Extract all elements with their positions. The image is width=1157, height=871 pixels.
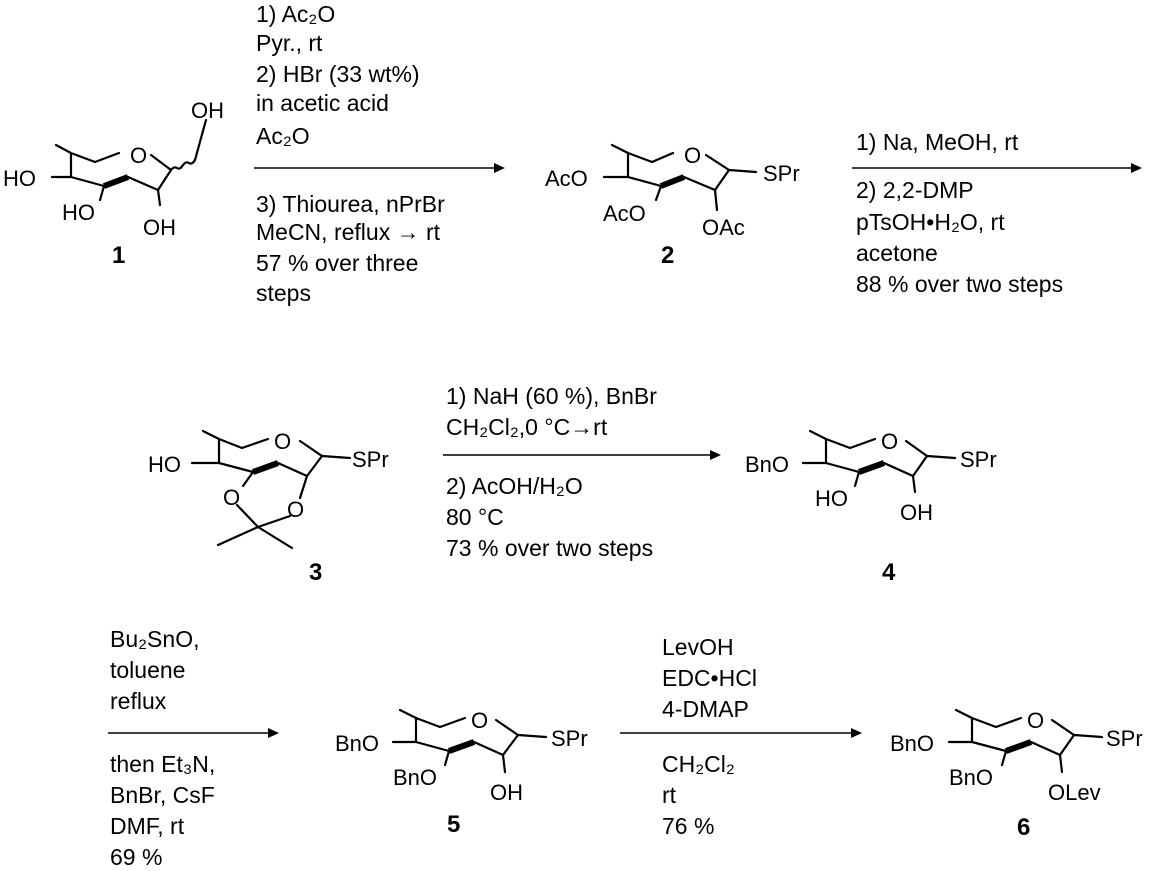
o3-label: HO <box>815 486 848 511</box>
arrowhead <box>710 450 721 460</box>
condition-line: Pyr., rt <box>256 30 323 56</box>
condition-line: LevOH <box>662 634 734 660</box>
condition-line: steps <box>256 280 311 306</box>
condition-line: rt <box>662 782 677 808</box>
condition-line: 2) AcOH/H₂O <box>446 473 583 499</box>
o3-label: HO <box>62 200 95 225</box>
condition-line: 3) Thiourea, nPrBr <box>256 191 445 217</box>
compound-5: O SPr BnO BnO OH 5 <box>335 708 588 838</box>
o4-label: HO <box>3 166 36 191</box>
condition-line: DMF, rt <box>110 813 185 839</box>
compound-3: O SPr HO O O 3 <box>148 429 389 586</box>
condition-line: BnBr, CsF <box>110 782 215 808</box>
compound-2: O SPr AcO AcO OAc 2 <box>545 143 800 269</box>
o4-label: BnO <box>745 452 789 477</box>
arrowhead <box>851 728 862 738</box>
o4-label: AcO <box>545 166 588 191</box>
compound-number: 2 <box>661 242 674 269</box>
ring-oxygen-label: O <box>881 429 898 454</box>
condition-line: 88 % over two steps <box>856 271 1063 297</box>
step-1: 1) Ac₂O Pyr., rt 2) HBr (33 wt%) in acet… <box>254 1 505 306</box>
condition-line: pTsOH•H₂O, rt <box>856 209 1005 235</box>
condition-line: Ac₂O <box>256 123 310 149</box>
condition-line: then Et₃N, <box>110 751 215 777</box>
ring-oxygen-label: O <box>274 429 291 454</box>
step-5: LevOH EDC•HCl 4-DMAP CH₂Cl₂ rt 76 % <box>620 634 862 839</box>
compound-1: O OH HO HO OH 1 <box>3 98 224 269</box>
condition-line: toluene <box>110 657 185 683</box>
compound-number: 6 <box>1017 814 1030 841</box>
step-4: Bu₂SnO, toluene reflux then Et₃N, BnBr, … <box>108 626 279 870</box>
acetonide-o-label: O <box>223 485 240 510</box>
spr-label: SPr <box>551 726 588 751</box>
condition-line: CH₂Cl₂,0 °C→rt <box>446 414 608 440</box>
step-2: 1) Na, MeOH, rt 2) 2,2-DMP pTsOH•H₂O, rt… <box>852 129 1142 297</box>
o2-label: OH <box>490 780 523 805</box>
condition-line: 1) NaH (60 %), BnBr <box>446 383 657 409</box>
condition-line: 57 % over three <box>256 250 418 276</box>
condition-line: reflux <box>110 688 167 714</box>
condition-line: 80 °C <box>446 504 504 530</box>
acetonide-o-label: O <box>287 497 304 522</box>
condition-line: 4-DMAP <box>662 696 749 722</box>
condition-line: 2) HBr (33 wt%) <box>256 61 420 87</box>
anomeric-oh-label: OH <box>191 98 224 123</box>
condition-line: 73 % over two steps <box>446 535 653 561</box>
condition-line: 76 % <box>662 813 714 839</box>
compound-4: O SPr BnO HO OH 4 <box>745 429 997 586</box>
condition-line: 69 % <box>110 844 162 870</box>
condition-line: 1) Ac₂O <box>256 1 335 27</box>
spr-label: SPr <box>763 161 800 186</box>
compound-number: 4 <box>882 559 896 586</box>
ring-oxygen-label: O <box>684 143 701 168</box>
arrowhead <box>494 163 505 173</box>
ring-oxygen-label: O <box>1027 708 1044 733</box>
compound-number: 3 <box>309 559 322 586</box>
condition-line: CH₂Cl₂ <box>662 751 735 777</box>
ring-oxygen-label: O <box>130 143 147 168</box>
ring-oxygen-label: O <box>471 708 488 733</box>
o2-label: OH <box>143 215 176 240</box>
o2-label: OAc <box>702 215 745 240</box>
o4-label: BnO <box>890 731 934 756</box>
condition-line: EDC•HCl <box>662 665 757 691</box>
arrowhead <box>1131 163 1142 173</box>
condition-line: acetone <box>856 240 938 266</box>
spr-label: SPr <box>960 447 997 472</box>
o4-label: HO <box>148 452 181 477</box>
condition-line: 2) 2,2-DMP <box>856 177 974 203</box>
condition-line: in acetic acid <box>256 90 389 116</box>
condition-line: 1) Na, MeOH, rt <box>856 129 1019 155</box>
o2-label: OH <box>900 500 933 525</box>
o3-label: AcO <box>603 201 646 226</box>
arrowhead <box>268 728 279 738</box>
condition-line: MeCN, reflux → rt <box>256 219 441 245</box>
o2-label: OLev <box>1048 780 1101 805</box>
compound-6: O SPr BnO BnO OLev 6 <box>890 708 1143 841</box>
spr-label: SPr <box>1106 726 1143 751</box>
compound-number: 1 <box>112 242 125 269</box>
spr-label: SPr <box>352 447 389 472</box>
o4-label: BnO <box>335 731 379 756</box>
compound-number: 5 <box>447 811 460 838</box>
condition-line: Bu₂SnO, <box>110 626 199 652</box>
o3-label: BnO <box>393 765 437 790</box>
o3-label: BnO <box>949 765 993 790</box>
step-3: 1) NaH (60 %), BnBr CH₂Cl₂,0 °C→rt 2) Ac… <box>443 383 721 561</box>
